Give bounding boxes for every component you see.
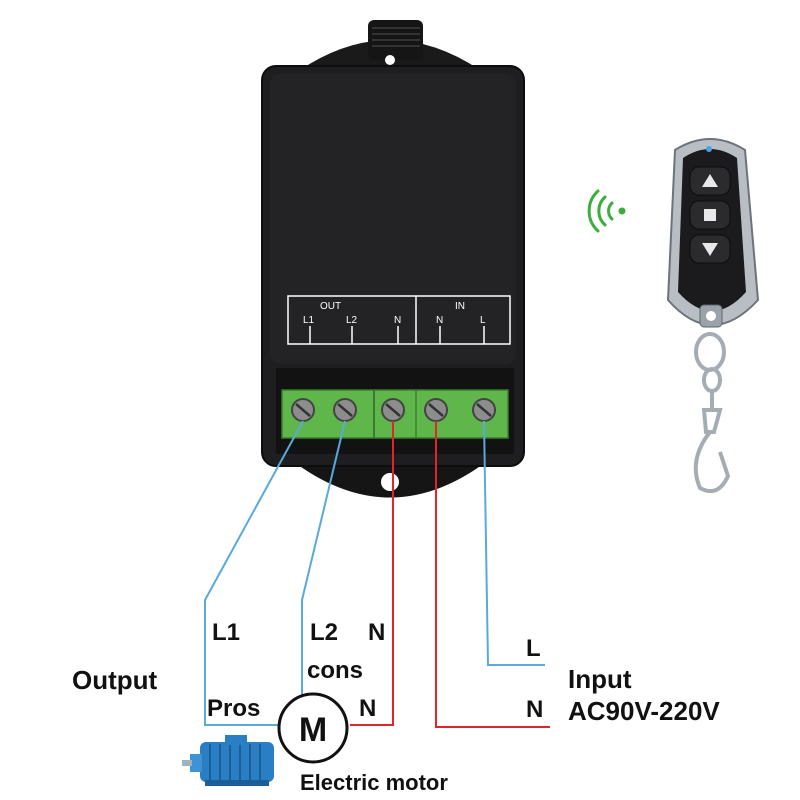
label-output: Output — [72, 665, 158, 695]
terminal-label-l1: L1 — [303, 315, 315, 326]
screw-n-in — [424, 398, 448, 422]
screw-l2 — [333, 398, 357, 422]
label-input-n: N — [526, 696, 543, 723]
terminal-label-l2: L2 — [346, 315, 358, 326]
label-input: Input — [568, 664, 632, 694]
wire-n-out — [350, 421, 394, 726]
wire-l-in — [483, 420, 545, 666]
receiver-module: OUT IN L1 L2 N N L — [261, 65, 525, 467]
motor-letter: M — [299, 711, 327, 749]
motor-symbol: M — [277, 692, 349, 764]
led-indicator — [706, 146, 712, 152]
screw-n-out — [381, 398, 405, 422]
label-electric-motor: Electric motor — [300, 770, 448, 795]
electric-motor-icon — [182, 735, 274, 786]
wire-l1 — [204, 420, 304, 726]
stop-square-icon — [704, 209, 716, 221]
out-header: OUT — [320, 301, 341, 312]
label-n-top: N — [368, 619, 385, 646]
label-l1: L1 — [212, 619, 240, 646]
label-cons: cons — [307, 657, 363, 684]
label-pros: Pros — [207, 695, 260, 722]
label-n-bottom: N — [359, 695, 376, 722]
screw-l-in — [472, 398, 496, 422]
down-arrow-icon — [702, 243, 718, 256]
up-arrow-icon — [702, 174, 718, 187]
screw-l1 — [291, 398, 315, 422]
label-voltage: AC90V-220V — [568, 696, 720, 726]
stop-button — [689, 200, 731, 230]
label-input-l: L — [526, 635, 541, 662]
wireless-signal-icon — [587, 189, 626, 233]
terminal-label-n-in: N — [436, 315, 443, 326]
wire-n-in — [435, 421, 550, 728]
remote-control — [666, 138, 760, 328]
terminal-label-l-in: L — [480, 315, 486, 326]
label-l2: L2 — [310, 619, 338, 646]
keychain — [693, 332, 731, 493]
up-button — [689, 166, 731, 196]
in-header: IN — [455, 301, 465, 312]
down-button — [689, 234, 731, 264]
terminal-label-n-out: N — [394, 315, 401, 326]
